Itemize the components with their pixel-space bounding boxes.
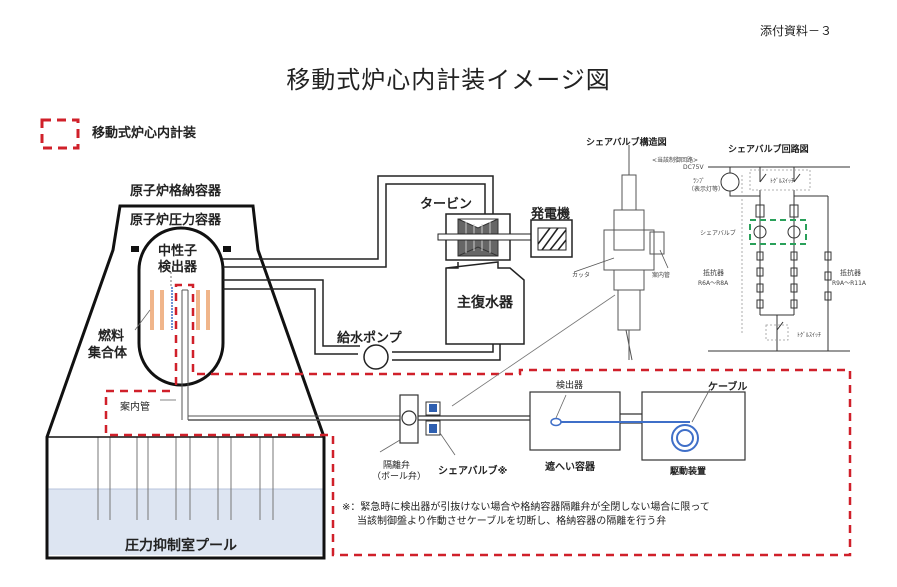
neutron-detector-label-2: 検出器 [158,260,198,275]
neutron-detector-label-1: 中性子 [158,244,198,259]
shear-valve-structure-drawing [603,145,665,361]
condenser [445,261,525,345]
pressure-vessel [137,226,225,387]
circuit-title: シェアバルブ回路図 [728,145,809,155]
tip-boundary-dashed [104,283,852,557]
containment-vessel [45,204,326,560]
pressure-vessel-label: 原子炉圧力容器 [130,213,222,228]
shear-valve-circuit-drawing [708,166,850,352]
shear-valve-structure-title: シェアバルブ構造図 [586,138,667,148]
feedwater-pump [363,344,389,370]
fuel-assembly-label-1: 燃料 [98,329,125,344]
vent-pipes [97,437,274,520]
fuel-assembly-label-2: 集合体 [88,346,128,361]
guide-tube [181,289,189,420]
turbine-label: タービン [420,197,473,212]
shear-valve-label: シェアバルブ※ [438,466,508,477]
condenser-label: 主復水器 [457,295,513,311]
switch-label: ﾄｸﾞﾙｽｲｯﾁ [770,178,795,185]
legend-label: 移動式炉心内計装 [92,126,197,141]
pool-water [47,489,324,555]
footnote-line-1: ※：緊急時に検出器が引抜けない場合や格納容器隔離弁が全閉しない場合に限って [342,502,710,513]
detector-label: 検出器 [556,381,584,391]
fuel-assemblies [150,290,210,330]
left-resistor-label-1: 抵抗器 [703,269,724,277]
shield-container-label: 遮へい容器 [545,462,595,473]
guide-tube-label: 案内管 [120,402,150,413]
circuit-top-code: DC75V [683,164,704,171]
left-resistor-label-2: R6A～R8A [698,280,729,287]
footnote-line-2: 当該制御盤より作動させケーブルを切断し、格納容器の隔離を行う弁 [357,516,667,527]
right-resistor-label-1: 抵抗器 [840,269,861,277]
lamp-label-2: （表示灯等） [688,186,725,193]
containment-label: 原子炉格納容器 [130,184,222,199]
lamp-label-1: ﾗﾝﾌﾟ [693,178,706,185]
drive-unit-label: 駆動装置 [670,467,707,477]
feedwater-pump-label: 給水ポンプ [337,331,402,346]
drive-unit [641,391,746,461]
cutter-label: カッタ [572,272,591,279]
shear-valve-green-box [749,219,807,245]
detector [550,417,562,427]
cable-coil-outer [671,424,699,452]
cable-label: ケーブル [708,382,748,393]
suppression-pool-label: 圧力抑制室プール [125,538,237,554]
circuit-top-note: <当該制御回路> [652,157,699,164]
structure-guide-tube-label: 案内管 [652,272,671,279]
bottom-switch-label: ﾄｸﾞﾙｽｲｯﾁ [797,332,822,339]
legend-dashed-box [40,118,80,150]
isolation-valve-label-2: （ボール弁） [372,472,427,482]
right-resistor-label-2: R9A～R11A [832,280,866,287]
generator-label: 発電機 [531,207,571,222]
document-reference: 添付資料－３ [760,24,833,38]
diagram-title: 移動式炉心内計装イメージ図 [286,66,611,94]
isolation-valve-label-1: 隔離弁 [383,461,411,471]
cable-coil-inner [676,429,694,447]
circuit-shear-valve-label: シェアバルブ [700,230,736,237]
